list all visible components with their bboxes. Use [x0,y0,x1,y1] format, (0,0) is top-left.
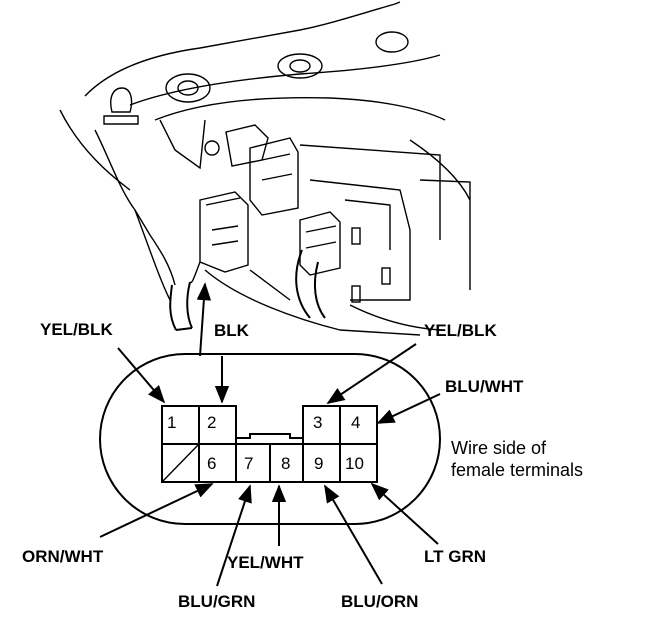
label-yel-wht: YEL/WHT [227,553,304,572]
terminal-5-diagonal [161,443,200,483]
note-line-1: Wire side of [451,438,547,458]
terminal-grid [161,405,378,483]
arrow-yel-blk-right [326,343,417,405]
connector-housing [99,353,441,525]
arrow-blu-grn [216,484,252,587]
pin-number-8: 8 [281,454,290,473]
arrow-yel-blk-left [117,347,166,404]
label-blu-orn: BLU/ORN [341,592,418,611]
pin-number-3: 3 [313,413,322,432]
pin-number-6: 6 [207,454,216,473]
label-blu-wht: BLU/WHT [445,377,524,396]
engine-illustration [59,1,471,336]
pin-number-10: 10 [345,454,364,473]
terminal-6 [198,443,237,483]
pin-number-4: 4 [351,413,360,432]
label-lt-grn: LT GRN [424,547,486,566]
note-line-2: female terminals [451,460,583,480]
arrow-orn-wht [99,483,214,538]
label-yel-blk-right: YEL/BLK [424,321,497,340]
plug-link-arrow [196,282,212,357]
arrow-blu-wht [376,393,441,424]
locking-tab [235,433,304,444]
pin-number-7: 7 [244,454,253,473]
label-orn-wht: ORN/WHT [22,547,104,566]
terminal-2 [198,405,237,445]
pin-number-1: 1 [167,413,176,432]
label-blk: BLK [214,321,250,340]
label-yel-blk-left: YEL/BLK [40,320,113,339]
label-blu-grn: BLU/GRN [178,592,255,611]
arrow-lt-grn [370,482,439,545]
terminal-10 [339,443,378,483]
leader-lines [99,282,441,587]
pin-number-9: 9 [314,454,323,473]
arrow-blu-orn [324,484,383,585]
pin-number-2: 2 [207,413,216,432]
